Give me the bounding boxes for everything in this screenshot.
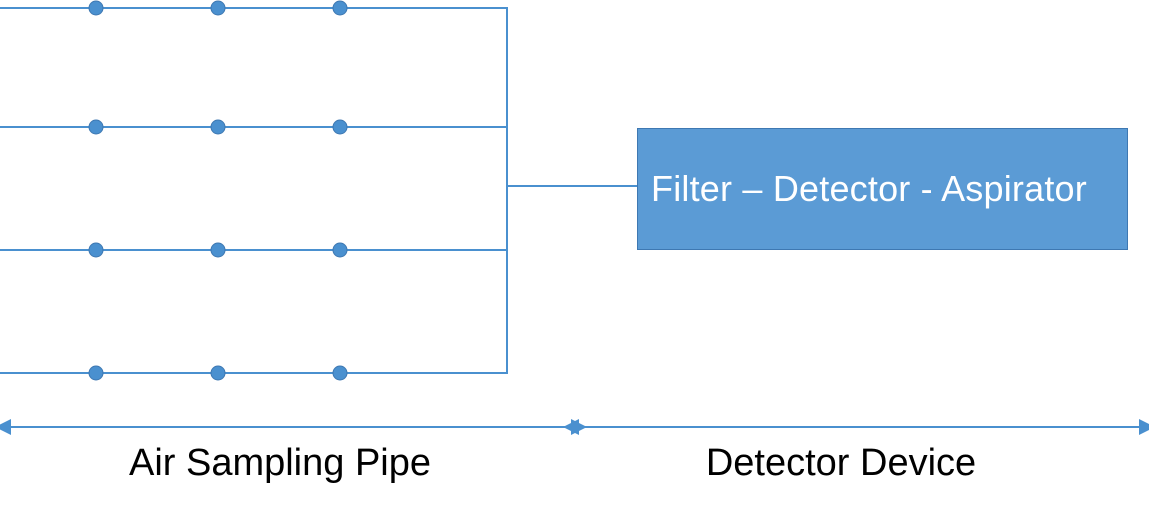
dimension-label-air-sampling-pipe: Air Sampling Pipe — [128, 442, 432, 484]
sampling-hole — [332, 365, 348, 381]
pipe-branch-group — [0, 7, 507, 374]
sampling-hole — [88, 119, 104, 135]
sampling-hole — [210, 119, 226, 135]
sampling-hole — [88, 365, 104, 381]
dimension-label-detector-device: Detector Device — [705, 442, 977, 484]
sampling-hole — [88, 0, 104, 16]
sampling-hole — [210, 242, 226, 258]
sampling-hole-group — [88, 0, 348, 381]
detector-device-box-label: Filter – Detector - Aspirator — [651, 168, 1087, 209]
sampling-hole — [210, 0, 226, 16]
sampling-hole — [210, 365, 226, 381]
sampling-hole — [332, 119, 348, 135]
sampling-hole — [88, 242, 104, 258]
detector-device-box[interactable]: Filter – Detector - Aspirator — [637, 128, 1128, 250]
sampling-hole — [332, 242, 348, 258]
sampling-hole — [332, 0, 348, 16]
